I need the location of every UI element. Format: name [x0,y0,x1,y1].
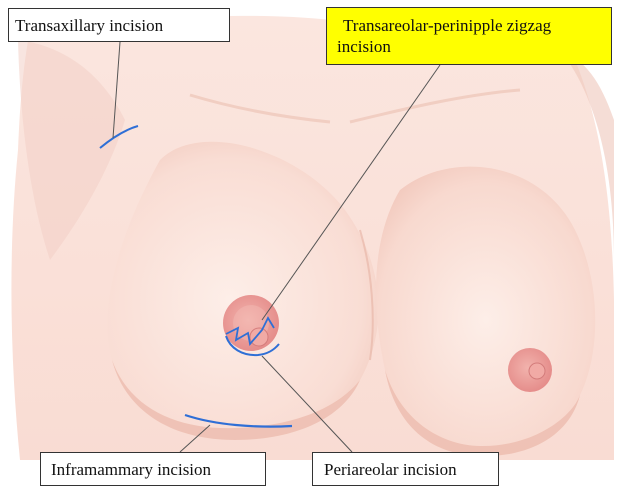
zigzag-label: Transareolar-perinipple zigzag incision [326,7,612,65]
zigzag-label-line1: Transareolar-perinipple zigzag [337,15,603,36]
periareolar-label: Periareolar incision [312,452,499,486]
transaxillary-label: Transaxillary incision [8,8,230,42]
right-nipple [529,363,545,379]
left-nipple [250,328,268,346]
zigzag-label-line2: incision [337,36,603,57]
inframammary-label: Inframammary incision [40,452,266,486]
